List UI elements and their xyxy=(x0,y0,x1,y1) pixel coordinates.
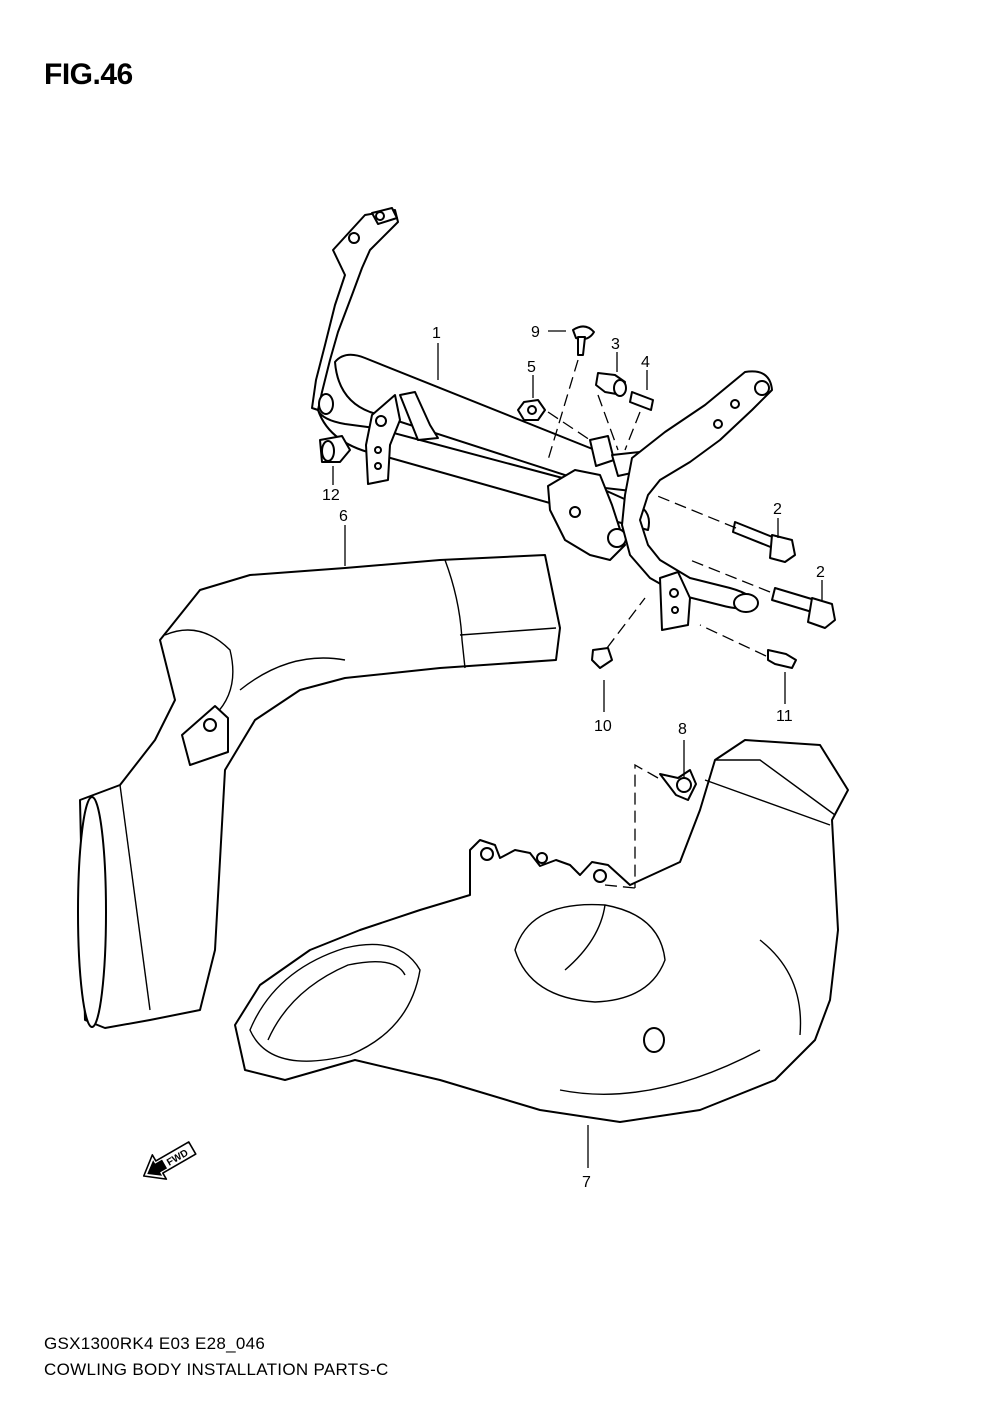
bolt-2-lower xyxy=(771,587,836,629)
callout-7: 7 xyxy=(582,1174,591,1191)
spacer-4 xyxy=(629,391,654,411)
bolt-11 xyxy=(767,649,797,669)
callout-labels: 1 2 2 3 4 5 6 7 8 9 10 11 12 xyxy=(322,324,825,1191)
callout-1: 1 xyxy=(432,325,441,342)
collar-3 xyxy=(595,372,627,397)
callout-8: 8 xyxy=(678,721,687,738)
callout-2-upper: 2 xyxy=(773,501,782,518)
grommet-12 xyxy=(319,435,351,463)
diagram-code: GSX1300RK4 E03 E28_046 xyxy=(44,1334,266,1353)
fwd-arrow: FWD xyxy=(142,1141,197,1180)
figure-title: FIG.46 xyxy=(44,58,133,91)
clip-10 xyxy=(591,647,613,669)
leader-lines xyxy=(332,330,823,1168)
bolt-2-upper xyxy=(732,521,796,563)
callout-3: 3 xyxy=(611,336,620,353)
callout-12: 12 xyxy=(322,487,340,504)
screw-8 xyxy=(659,769,697,801)
callout-2-lower: 2 xyxy=(816,564,825,581)
callout-10: 10 xyxy=(594,718,612,735)
screw-9 xyxy=(572,325,595,356)
diagram-name: COWLING BODY INSTALLATION PARTS-C xyxy=(44,1360,389,1379)
air-duct-left xyxy=(77,554,561,1029)
callout-9: 9 xyxy=(531,324,540,341)
fwd-label: FWD xyxy=(165,1148,190,1169)
callout-4: 4 xyxy=(641,354,650,371)
callout-5: 5 xyxy=(527,359,536,376)
cowling-bracket xyxy=(311,207,773,631)
callout-6: 6 xyxy=(339,508,348,525)
nut-5 xyxy=(517,399,546,421)
callout-11: 11 xyxy=(776,708,793,725)
air-duct-right xyxy=(234,739,849,1123)
